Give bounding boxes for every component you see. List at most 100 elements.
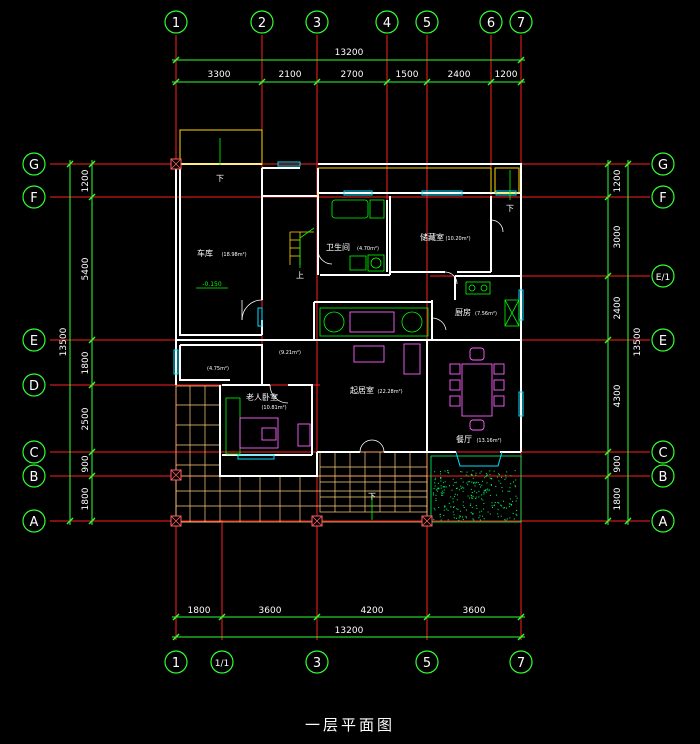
lawn-dot xyxy=(475,498,477,499)
lawn-dot xyxy=(466,509,467,511)
lawn-dot xyxy=(501,476,502,478)
lawn-dot xyxy=(483,518,485,520)
lawn-dot xyxy=(466,482,468,484)
lawn-dot xyxy=(457,494,458,496)
lawn-dot xyxy=(441,494,442,496)
room-bath-label: 卫生间 xyxy=(326,242,350,252)
axis-top-2: 2 xyxy=(258,16,266,31)
lawn-dot xyxy=(497,513,499,515)
lawn-dot xyxy=(436,489,437,491)
lawn-dot xyxy=(493,504,495,506)
lawn-dot xyxy=(462,490,464,492)
lawn-dot xyxy=(516,514,518,516)
lawn-dot xyxy=(509,487,511,489)
lawn-dot xyxy=(442,482,444,484)
lawn-dot xyxy=(471,513,473,515)
lawn-dot xyxy=(453,517,455,519)
axis-bottom-5: 5 xyxy=(423,656,431,671)
lawn-dot xyxy=(505,474,507,476)
room-bath-area: (4.70m²) xyxy=(357,246,379,252)
lawn-dot xyxy=(491,478,493,480)
lawn-dot xyxy=(455,517,457,519)
lawn-dot xyxy=(465,516,467,518)
lawn-dot xyxy=(498,474,500,476)
columns xyxy=(170,158,433,527)
lawn-dot xyxy=(507,490,509,492)
lawn-dot xyxy=(437,487,439,489)
lawn-dot xyxy=(497,516,499,518)
lawn-dot xyxy=(483,503,485,504)
lawn-dot xyxy=(481,484,483,486)
lawn-dot xyxy=(440,519,442,521)
lawn-dot xyxy=(435,498,437,500)
lawn-dot xyxy=(456,487,458,489)
lawn-dot xyxy=(457,509,459,511)
axis-bottom-3: 3 xyxy=(313,656,321,671)
dim-bottom-3: 4200 xyxy=(361,606,384,616)
garage-level-mark: -0.150 xyxy=(202,281,222,288)
lawn-dot xyxy=(473,481,475,483)
dim-top-1: 3300 xyxy=(208,70,231,80)
lawn-dot xyxy=(444,481,446,483)
dim-top-3: 2700 xyxy=(341,70,364,80)
lawn-dot xyxy=(475,481,477,483)
lawn-dot xyxy=(448,502,450,504)
lawn-dot xyxy=(465,517,467,519)
lawn-dot xyxy=(467,475,469,477)
lawn-dot xyxy=(449,485,450,487)
dim-left-total: 13500 xyxy=(59,327,69,356)
dim-bottom-4: 3600 xyxy=(463,606,486,616)
dim-top-6: 1200 xyxy=(495,70,518,80)
lawn-dots xyxy=(433,470,518,521)
lawn-dot xyxy=(441,492,443,494)
lawn-dot xyxy=(440,487,442,489)
lawn-dot xyxy=(471,474,473,476)
dim-bottom-1: 1800 xyxy=(188,606,211,616)
lawn-dot xyxy=(470,488,472,490)
column-crosses xyxy=(170,158,433,527)
dim-left-4: 2500 xyxy=(81,407,91,430)
lawn-dot xyxy=(459,510,461,512)
doors xyxy=(241,219,504,453)
axis-left-E: E xyxy=(30,334,38,349)
axis-right-F: F xyxy=(659,191,666,206)
lawn-dot xyxy=(475,472,477,474)
axis-top-6: 6 xyxy=(487,16,495,31)
axis-top-5: 5 xyxy=(423,16,431,31)
lawn-dot xyxy=(451,489,453,491)
dim-right-2: 3000 xyxy=(613,225,623,248)
lawn-dot xyxy=(504,519,506,521)
room-living-label: 起居室 xyxy=(350,385,374,395)
lawn-dot xyxy=(437,490,439,492)
lawn-dot xyxy=(458,517,460,519)
lawn-dot xyxy=(479,515,481,517)
up-mark-stair: 上 xyxy=(296,271,304,280)
lawn-dot xyxy=(505,477,507,479)
lawn-dot xyxy=(450,506,452,508)
lawn-dot xyxy=(450,496,452,498)
lawn-dot xyxy=(479,472,481,474)
lawn-dot xyxy=(472,495,474,497)
axis-left-F: F xyxy=(30,191,37,206)
lawn-dot xyxy=(437,482,439,484)
lawn-dot xyxy=(466,471,468,473)
furniture xyxy=(239,311,505,449)
lawn-dot xyxy=(452,478,454,480)
dim-top-total: 13200 xyxy=(335,48,364,58)
lawn-dot xyxy=(515,500,517,502)
axis-grid-lines xyxy=(50,35,650,640)
lawn-area xyxy=(430,455,522,523)
lawn-dot xyxy=(484,477,486,479)
lawn-dot xyxy=(433,492,434,494)
lawn-dot xyxy=(447,471,449,473)
lawn-dot xyxy=(515,513,517,515)
dimension-texts: 13200 3300 2100 2700 1500 2400 1200 1800… xyxy=(59,48,643,636)
lawn-dot xyxy=(509,503,511,505)
lawn-dot xyxy=(469,505,471,506)
axis-left-A: A xyxy=(30,515,39,530)
axis-bubbles xyxy=(22,10,675,674)
room-hall-area: (9.21m²) xyxy=(279,350,301,356)
lawn-dot xyxy=(435,500,437,501)
lawn-dot xyxy=(473,482,474,484)
lawn-dot xyxy=(440,477,441,479)
